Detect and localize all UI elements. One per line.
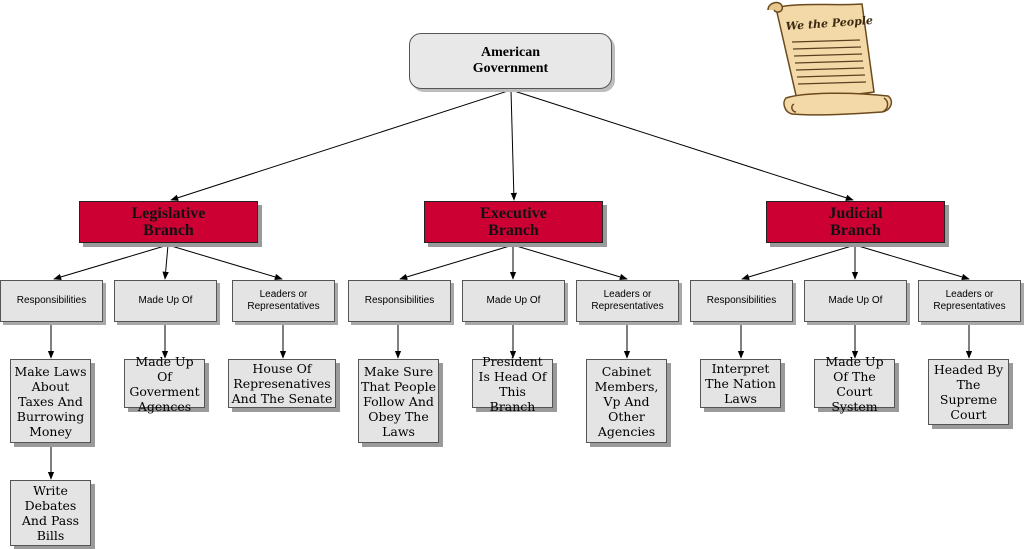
leaf-text: House Of Represenatives And The Senate [231, 361, 333, 406]
leaf-text: Cabinet Members, Vp And Other Agencies [594, 363, 659, 439]
leaf-box: Make Sure That People Follow And Obey Th… [358, 359, 439, 443]
branch-label: Judicial Branch [828, 205, 883, 239]
category-box: Responsibilities [690, 280, 793, 322]
category-label: Responsibilities [364, 295, 435, 306]
branch-label: Executive Branch [480, 205, 547, 239]
leaf-box: Interpret The Nation Laws [700, 359, 781, 408]
root-node: American Government [409, 33, 612, 89]
category-label: Made Up Of [828, 295, 883, 306]
scroll-title: We the People [785, 14, 873, 33]
root-label: American Government [472, 45, 549, 76]
category-label: Responsibilities [16, 295, 87, 306]
category-box: Made Up Of [462, 280, 565, 322]
leaf-box: Cabinet Members, Vp And Other Agencies [586, 359, 667, 443]
category-box: Leaders or Representatives [918, 280, 1021, 322]
leaf-box: Made Up Of Goverment Agences [124, 354, 205, 414]
leaf-text: Made Up Of The Court System [825, 353, 884, 414]
category-box: Made Up Of [804, 280, 907, 322]
leaf-box: Make Laws About Taxes And Burrowing Mone… [10, 359, 91, 443]
constitution-scroll-icon: We the People [767, 1, 893, 116]
category-box: Made Up Of [114, 280, 217, 322]
leaf-text: Write Debates And Pass Bills [21, 483, 80, 543]
category-label: Leaders or Representatives [247, 289, 320, 312]
category-label: Made Up Of [486, 295, 541, 306]
leaf-text: President Is Head Of This Branch [478, 353, 547, 414]
leaf-text: Headed By The Supreme Court [933, 362, 1004, 422]
leaf-box: President Is Head Of This Branch [472, 354, 553, 414]
leaf-box: Headed By The Supreme Court [928, 359, 1009, 425]
leaf-box: House Of Represenatives And The Senate [228, 359, 336, 408]
category-box: Responsibilities [0, 280, 103, 322]
branch-label: Legislative Branch [131, 205, 206, 239]
leaf-text: Make Sure That People Follow And Obey Th… [361, 363, 437, 439]
category-label: Responsibilities [706, 295, 777, 306]
branch-judicial: Judicial Branch [766, 201, 945, 243]
category-box: Leaders or Representatives [576, 280, 679, 322]
leaf-text: Interpret The Nation Laws [705, 361, 776, 406]
category-box: Responsibilities [348, 280, 451, 322]
leaf-box: Write Debates And Pass Bills [10, 480, 91, 546]
category-box: Leaders or Representatives [232, 280, 335, 322]
leaf-text: Make Laws About Taxes And Burrowing Mone… [14, 363, 87, 439]
category-label: Leaders or Representatives [933, 289, 1006, 312]
category-label: Leaders or Representatives [591, 289, 664, 312]
category-label: Made Up Of [138, 295, 193, 306]
branch-executive: Executive Branch [424, 201, 603, 243]
leaf-text: Made Up Of Goverment Agences [129, 353, 200, 414]
leaf-box: Made Up Of The Court System [814, 354, 895, 414]
branch-legislative: Legislative Branch [79, 201, 258, 243]
